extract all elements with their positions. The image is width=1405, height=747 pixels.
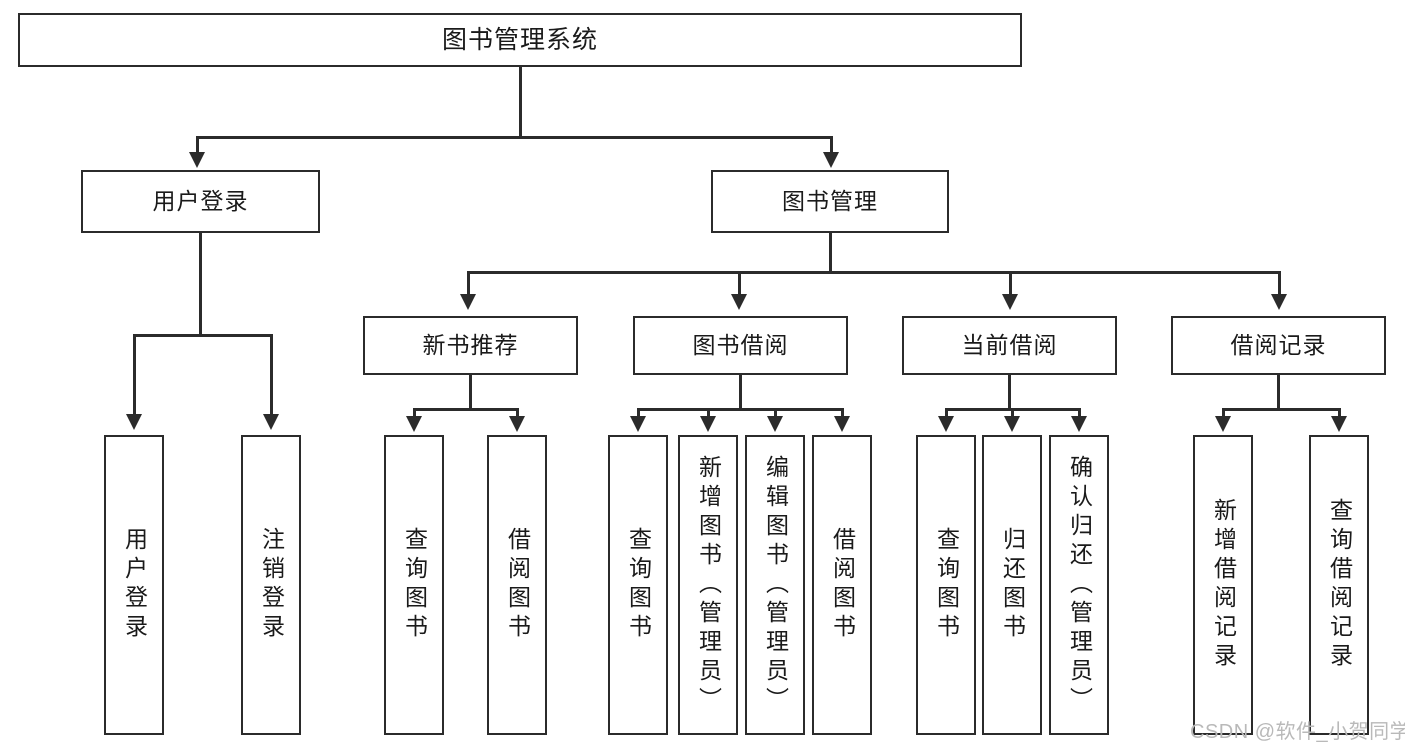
arrowhead-bm-to-new-book	[460, 294, 476, 310]
node-label: 查询图书	[933, 527, 960, 643]
arrowhead-new-book-to-leaf-2	[509, 416, 525, 432]
arrowhead-br-to-leaf-1	[1215, 416, 1231, 432]
node-leaf-edit-book-admin[interactable]: 编辑图书（管理员）	[745, 435, 805, 735]
node-label: 用户登录	[152, 188, 249, 215]
connector-root-to-book-management	[830, 136, 833, 156]
connector-book-borrow-stem	[739, 375, 742, 410]
connector-br-to-leaf-1	[1222, 408, 1225, 418]
connector-user-login-stem	[199, 233, 202, 336]
connector-bb-to-leaf-2	[707, 408, 710, 418]
connector-book-management-bus	[467, 271, 1280, 274]
node-label: 借阅记录	[1230, 332, 1327, 359]
connector-br-to-leaf-2	[1338, 408, 1341, 418]
arrowhead-new-book-to-leaf-1	[406, 416, 422, 432]
connector-current-borrow-stem	[1008, 375, 1011, 410]
connector-borrow-record-bus	[1222, 408, 1341, 411]
node-leaf-query-book-3[interactable]: 查询图书	[916, 435, 976, 735]
arrowhead-bb-to-leaf-3	[767, 416, 783, 432]
node-leaf-query-book-1[interactable]: 查询图书	[384, 435, 444, 735]
connector-root-bus	[196, 136, 833, 139]
node-label: 编辑图书（管理员）	[762, 454, 789, 716]
node-label: 借阅图书	[504, 527, 531, 643]
node-book-management-system[interactable]: 图书管理系统	[18, 13, 1022, 67]
connector-user-login-bus	[133, 334, 272, 337]
node-leaf-add-book-admin[interactable]: 新增图书（管理员）	[678, 435, 738, 735]
node-label: 图书借阅	[692, 332, 789, 359]
arrowhead-root-to-book-management	[823, 152, 839, 168]
node-leaf-return-book[interactable]: 归还图书	[982, 435, 1042, 735]
arrowhead-bb-to-leaf-4	[834, 416, 850, 432]
node-label: 归还图书	[999, 527, 1026, 643]
connector-root-stem	[519, 67, 522, 138]
connector-cb-to-leaf-1	[945, 408, 948, 418]
connector-new-book-bus	[413, 408, 519, 411]
connector-bm-to-borrow-record	[1278, 271, 1281, 296]
arrowhead-user-login-to-leaf-2	[263, 414, 279, 430]
connector-bm-to-new-book	[467, 271, 470, 296]
connector-bb-to-leaf-4	[841, 408, 844, 418]
connector-book-management-stem	[829, 233, 832, 273]
node-leaf-add-borrow-record[interactable]: 新增借阅记录	[1193, 435, 1253, 735]
node-label: 查询图书	[625, 527, 652, 643]
node-borrow-record[interactable]: 借阅记录	[1171, 316, 1386, 375]
arrowhead-bb-to-leaf-2	[700, 416, 716, 432]
arrowhead-cb-to-leaf-2	[1004, 416, 1020, 432]
node-book-management[interactable]: 图书管理	[711, 170, 949, 233]
node-label: 用户登录	[121, 527, 148, 643]
node-user-login[interactable]: 用户登录	[81, 170, 320, 233]
connector-user-login-to-leaf-2	[270, 334, 273, 416]
arrowhead-br-to-leaf-2	[1331, 416, 1347, 432]
node-new-book-recommend[interactable]: 新书推荐	[363, 316, 578, 375]
connector-cb-to-leaf-2	[1011, 408, 1014, 418]
node-label: 查询图书	[401, 527, 428, 643]
node-leaf-user-login[interactable]: 用户登录	[104, 435, 164, 735]
connector-bb-to-leaf-3	[774, 408, 777, 418]
node-leaf-query-borrow-record[interactable]: 查询借阅记录	[1309, 435, 1369, 735]
connector-bm-to-book-borrow	[738, 271, 741, 296]
connector-new-book-to-leaf-1	[413, 408, 416, 418]
csdn-watermark: CSDN @软件_小贺同学	[1190, 721, 1405, 743]
arrowhead-cb-to-leaf-1	[938, 416, 954, 432]
connector-bb-to-leaf-1	[637, 408, 640, 418]
node-leaf-borrow-book-2[interactable]: 借阅图书	[812, 435, 872, 735]
node-label: 新增借阅记录	[1210, 498, 1237, 672]
node-book-borrow[interactable]: 图书借阅	[633, 316, 848, 375]
node-leaf-logout[interactable]: 注销登录	[241, 435, 301, 735]
node-label: 注销登录	[258, 527, 285, 643]
connector-user-login-to-leaf-1	[133, 334, 136, 416]
arrowhead-cb-to-leaf-3	[1071, 416, 1087, 432]
arrowhead-bm-to-book-borrow	[731, 294, 747, 310]
node-label: 当前借阅	[961, 332, 1058, 359]
arrowhead-bm-to-current-borrow	[1002, 294, 1018, 310]
connector-borrow-record-stem	[1277, 375, 1280, 410]
connector-bm-to-current-borrow	[1009, 271, 1012, 296]
node-current-borrow[interactable]: 当前借阅	[902, 316, 1117, 375]
connector-book-borrow-bus	[637, 408, 841, 411]
connector-cb-to-leaf-3	[1078, 408, 1081, 418]
connector-new-book-to-leaf-2	[516, 408, 519, 418]
connector-new-book-stem	[469, 375, 472, 410]
node-label: 借阅图书	[829, 527, 856, 643]
node-label: 查询借阅记录	[1326, 498, 1353, 672]
node-label: 新增图书（管理员）	[695, 454, 722, 716]
node-leaf-borrow-book-1[interactable]: 借阅图书	[487, 435, 547, 735]
arrowhead-root-to-user-login	[189, 152, 205, 168]
node-label: 图书管理	[782, 188, 878, 215]
arrowhead-bb-to-leaf-1	[630, 416, 646, 432]
node-label: 图书管理系统	[441, 25, 598, 54]
arrowhead-user-login-to-leaf-1	[126, 414, 142, 430]
node-leaf-query-book-2[interactable]: 查询图书	[608, 435, 668, 735]
node-leaf-confirm-return-admin[interactable]: 确认归还（管理员）	[1049, 435, 1109, 735]
arrowhead-bm-to-borrow-record	[1271, 294, 1287, 310]
connector-root-to-user-login	[196, 136, 199, 156]
node-label: 确认归还（管理员）	[1066, 454, 1093, 716]
node-label: 新书推荐	[422, 332, 519, 359]
